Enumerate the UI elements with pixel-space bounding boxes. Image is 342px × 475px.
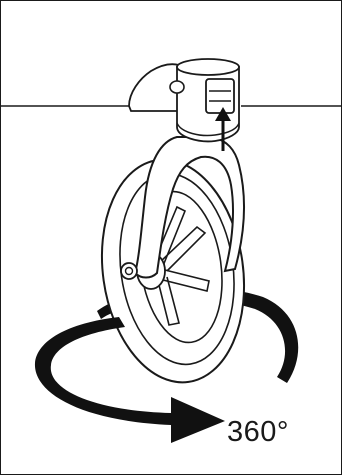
rotation-angle-label: 360° — [227, 414, 289, 450]
swivel-lock-icon — [206, 79, 234, 113]
